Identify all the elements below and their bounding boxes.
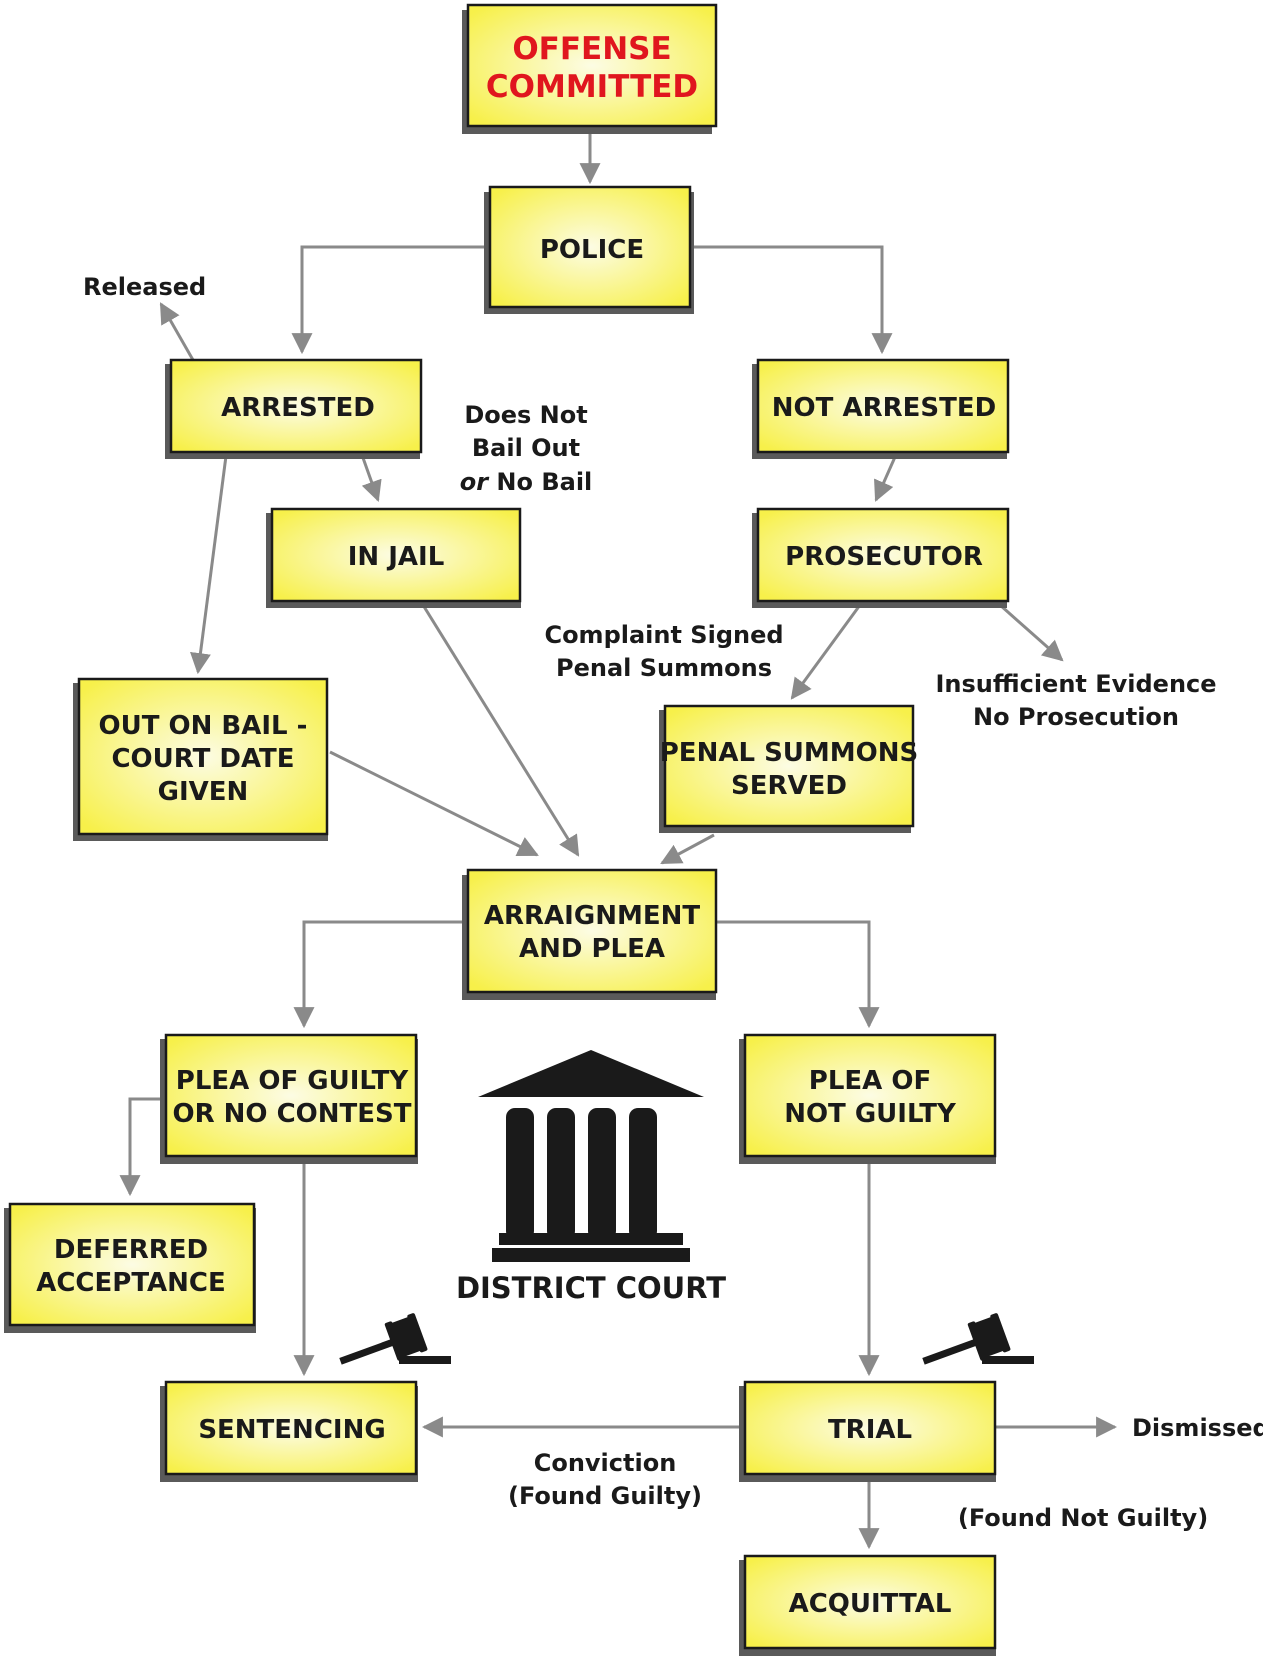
edge-not-arrested-prosecutor xyxy=(874,456,897,502)
node-plea-guilty-line-2: OR NO CONTEST xyxy=(173,1099,412,1129)
node-penal-summons-line-2: SERVED xyxy=(731,771,847,801)
node-prosecutor-label: PROSECUTOR xyxy=(785,542,983,572)
edge-jail-arraignment xyxy=(421,604,580,857)
label-complaint-signed: Complaint Signed xyxy=(544,621,783,649)
node-prosecutor: PROSECUTOR xyxy=(752,507,1010,608)
node-sentencing: SENTENCING xyxy=(160,1380,418,1482)
node-in-jail-label: IN JAIL xyxy=(348,542,445,572)
label-does-not: Does Not xyxy=(464,401,587,429)
node-out-on-bail-line-2: COURT DATE xyxy=(111,744,294,774)
label-found-guilty: (Found Guilty) xyxy=(508,1482,702,1510)
node-deferred-line-1: DEFERRED xyxy=(54,1235,208,1265)
node-arraignment-line-1: ARRAIGNMENT xyxy=(484,901,700,931)
node-not-arrested-label: NOT ARRESTED xyxy=(772,393,996,423)
label-dismissed: Dismissed xyxy=(1132,1414,1263,1442)
edge-plea-guilty-deferred xyxy=(119,1097,166,1197)
label-conviction: Conviction xyxy=(534,1449,677,1477)
node-police: POLICE xyxy=(484,185,694,314)
edge-police-not-arrested xyxy=(692,245,893,355)
node-penal-summons-line-1: PENAL SUMMONS xyxy=(660,738,919,768)
edge-police-arrested xyxy=(291,245,488,355)
label-penal-summons: Penal Summons xyxy=(556,654,772,682)
node-plea-not-guilty-line-1: PLEA OF xyxy=(809,1066,931,1096)
label-or-no-bail: or No Bail xyxy=(460,468,593,496)
edge-arrested-out-on-bail xyxy=(190,455,228,675)
gavel-block xyxy=(399,1356,451,1364)
label-insufficient-evidence: Insufficient Evidence xyxy=(935,670,1216,698)
edge-arrested-in-jail xyxy=(360,454,382,502)
gavel-icon xyxy=(922,1313,1011,1365)
edge-arrested-released xyxy=(159,302,195,361)
node-arraignment-and-plea: ARRAIGNMENT AND PLEA xyxy=(462,868,718,1000)
node-trial-label: TRIAL xyxy=(828,1415,912,1445)
node-trial: TRIAL xyxy=(739,1380,997,1482)
edge-arraignment-plea-not-guilty xyxy=(716,920,880,1029)
node-arraignment-line-2: AND PLEA xyxy=(519,934,665,964)
edge-prosecutor-insufficient xyxy=(999,603,1064,662)
node-not-arrested: NOT ARRESTED xyxy=(752,358,1010,459)
node-plea-of-not-guilty: PLEA OF NOT GUILTY xyxy=(739,1033,997,1164)
node-acquittal: ACQUITTAL xyxy=(739,1554,997,1656)
node-deferred-acceptance: DEFERRED ACCEPTANCE xyxy=(4,1202,256,1333)
edges xyxy=(119,133,1118,1550)
node-penal-summons-served: PENAL SUMMONS SERVED xyxy=(659,704,919,833)
node-offense-line-2: COMMITTED xyxy=(486,69,698,105)
node-arrested-label: ARRESTED xyxy=(221,393,375,423)
node-in-jail: IN JAIL xyxy=(266,507,522,608)
node-plea-not-guilty-line-2: NOT GUILTY xyxy=(784,1099,957,1129)
edge-bail-arraignment xyxy=(329,750,539,857)
node-acquittal-label: ACQUITTAL xyxy=(789,1589,952,1619)
label-no-prosecution: No Prosecution xyxy=(973,703,1179,731)
gavel-block xyxy=(982,1356,1034,1364)
node-sentencing-label: SENTENCING xyxy=(198,1415,385,1445)
node-plea-of-guilty: PLEA OF GUILTY OR NO CONTEST xyxy=(160,1033,418,1164)
edge-arraignment-plea-guilty xyxy=(293,920,462,1029)
node-out-on-bail-line-1: OUT ON BAIL - xyxy=(99,711,308,741)
edge-summons-arraignment xyxy=(660,833,715,865)
courthouse-icon xyxy=(478,1050,704,1262)
node-deferred-line-2: ACCEPTANCE xyxy=(36,1268,226,1298)
node-out-on-bail: OUT ON BAIL - COURT DATE GIVEN xyxy=(73,677,329,841)
node-out-on-bail-line-3: GIVEN xyxy=(158,777,249,807)
label-bail-out: Bail Out xyxy=(472,434,580,462)
node-plea-guilty-line-1: PLEA OF GUILTY xyxy=(176,1066,410,1096)
district-court-title: DISTRICT COURT xyxy=(456,1271,726,1305)
label-released: Released xyxy=(83,273,206,301)
node-police-label: POLICE xyxy=(540,235,644,265)
label-found-not-guilty: (Found Not Guilty) xyxy=(958,1504,1208,1532)
edge-prosecutor-penal-summons xyxy=(790,604,862,700)
node-offense-committed: OFFENSE COMMITTED xyxy=(462,3,718,134)
gavel-icon xyxy=(339,1313,428,1365)
node-offense-line-1: OFFENSE xyxy=(512,31,671,67)
node-arrested: ARRESTED xyxy=(165,358,423,459)
